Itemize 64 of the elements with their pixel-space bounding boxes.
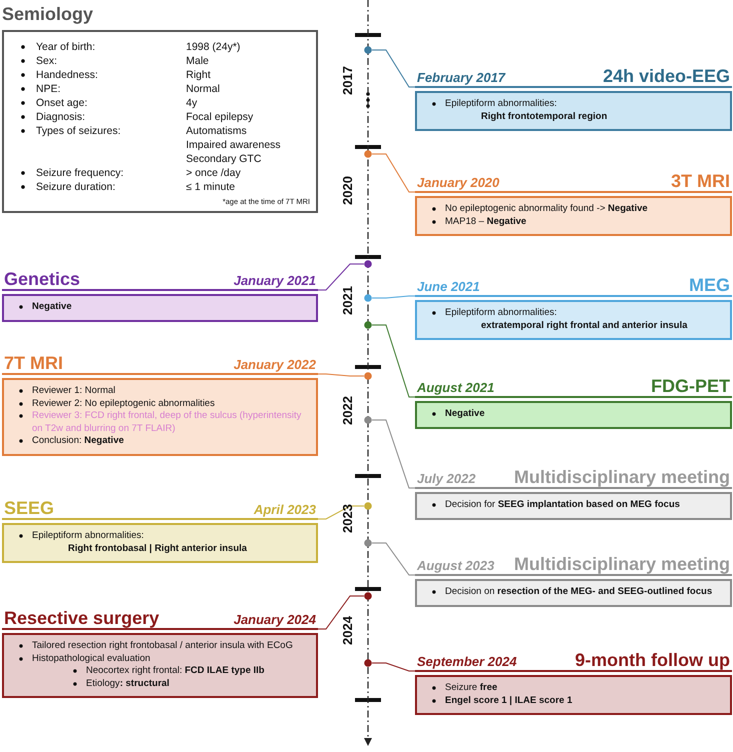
timeline-dot [364, 46, 372, 54]
event-date: April 2023 [254, 502, 316, 518]
field-value: 1998 (24y*) [186, 40, 242, 54]
timeline-dot [364, 294, 372, 302]
field-value: Focal epilepsy [186, 110, 254, 124]
event-date: August 2021 [417, 380, 494, 396]
year-label: 2023 [339, 504, 354, 532]
timeline-dot [364, 592, 372, 600]
finding-text: Right frontobasal | Right anterior insula [67, 542, 248, 555]
event-title: SEEG [4, 498, 54, 518]
field-value: Automatisms [186, 124, 248, 138]
event-date: January 2022 [234, 357, 316, 373]
event-card [2, 498, 318, 563]
timeline-dot [364, 150, 372, 158]
event-card [2, 608, 318, 698]
finding-text: Right frontotemporal region [480, 110, 608, 123]
field-value: > once /day [186, 166, 242, 180]
event-title: Multidisciplinary meeting [514, 554, 730, 574]
timeline-dot [364, 416, 372, 424]
event-title: Multidisciplinary meeting [514, 467, 730, 487]
event-date: June 2021 [417, 279, 480, 295]
timeline-dot [364, 502, 372, 510]
event-title: 7T MRI [4, 353, 64, 373]
event-date: January 2020 [417, 175, 500, 191]
event-date: January 2021 [234, 273, 316, 289]
section-heading: Semiology [2, 4, 94, 24]
event-card [415, 467, 732, 520]
event-title: 9-month follow up [575, 650, 730, 670]
timeline-dot [364, 321, 372, 329]
event-card [415, 650, 732, 715]
timeline-dot [364, 260, 372, 268]
year-label: 2020 [339, 176, 354, 204]
event-card [415, 171, 732, 236]
field-value: Normal [186, 82, 221, 96]
field-value: Right [186, 68, 212, 82]
event-title: Resective surgery [4, 608, 160, 628]
event-date: January 2024 [234, 612, 316, 628]
timeline-dot [364, 372, 372, 380]
year-label: 2024 [339, 616, 354, 644]
event-card [415, 554, 732, 606]
event-card [415, 376, 732, 428]
timeline-dot [364, 539, 372, 547]
year-label: 2017 [339, 66, 354, 94]
field-value: ≤ 1 minute [186, 180, 236, 194]
event-title: MEG [688, 275, 730, 295]
event-card [415, 66, 732, 131]
field-value: Impaired awareness [186, 138, 282, 152]
event-card [415, 275, 732, 340]
event-title: FDG-PET [651, 376, 730, 396]
event-title: 3T MRI [670, 171, 730, 191]
field-value: Male [186, 54, 210, 68]
field-value: 4y [186, 96, 198, 110]
finding-text: extratemporal right frontal and anterior insula [480, 320, 688, 332]
event-date: February 2017 [417, 70, 506, 86]
year-label: 2021 [339, 286, 354, 314]
event-title: 24h video-EEG [602, 66, 730, 86]
event-date: September 2024 [417, 654, 517, 670]
event-date: July 2022 [417, 471, 476, 487]
field-value: Secondary GTC [186, 152, 262, 166]
event-card [2, 269, 318, 322]
year-label: 2022 [339, 396, 354, 424]
timeline-dot [364, 659, 372, 667]
event-date: August 2023 [417, 558, 494, 574]
event-title: Genetics [4, 269, 80, 289]
